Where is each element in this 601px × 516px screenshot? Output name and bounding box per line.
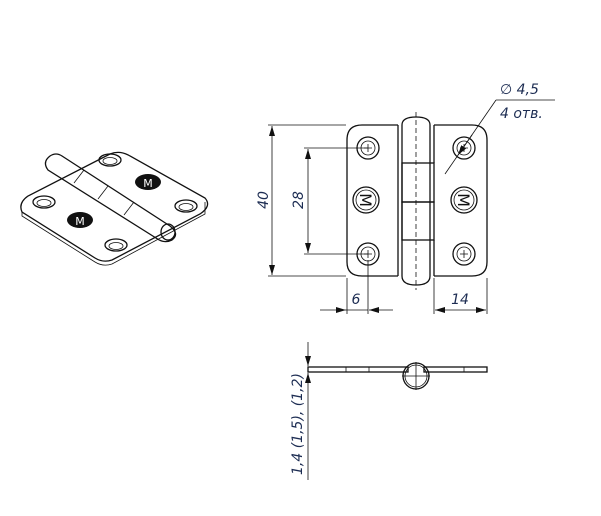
logo-icon	[352, 186, 380, 214]
dimension-hole-spacing: 28	[291, 191, 307, 209]
logo-letter: M	[143, 177, 153, 190]
isometric-view: M M	[20, 151, 209, 266]
logo-letter: M	[356, 193, 375, 207]
dimension-hole-count: 4 отв.	[500, 106, 543, 122]
logo-icon	[135, 174, 161, 190]
logo-icon	[67, 212, 93, 228]
dimension-edge-offset: 6	[352, 292, 361, 308]
dimension-hole-diameter: ∅ 4,5	[500, 82, 539, 98]
dimensions: 40 28 6 14 ∅ 4,5 4 отв.	[256, 82, 555, 314]
logo-icon	[450, 186, 478, 214]
dimension-thickness: 1,4 (1,5), (1,2)	[290, 373, 306, 475]
dimension-knuckle-to-edge: 14	[451, 292, 469, 308]
side-view: 1,4 (1,5), (1,2)	[290, 342, 488, 480]
logo-letter: M	[454, 193, 473, 207]
logo-letter: M	[75, 215, 85, 228]
dimension-height: 40	[256, 191, 272, 209]
